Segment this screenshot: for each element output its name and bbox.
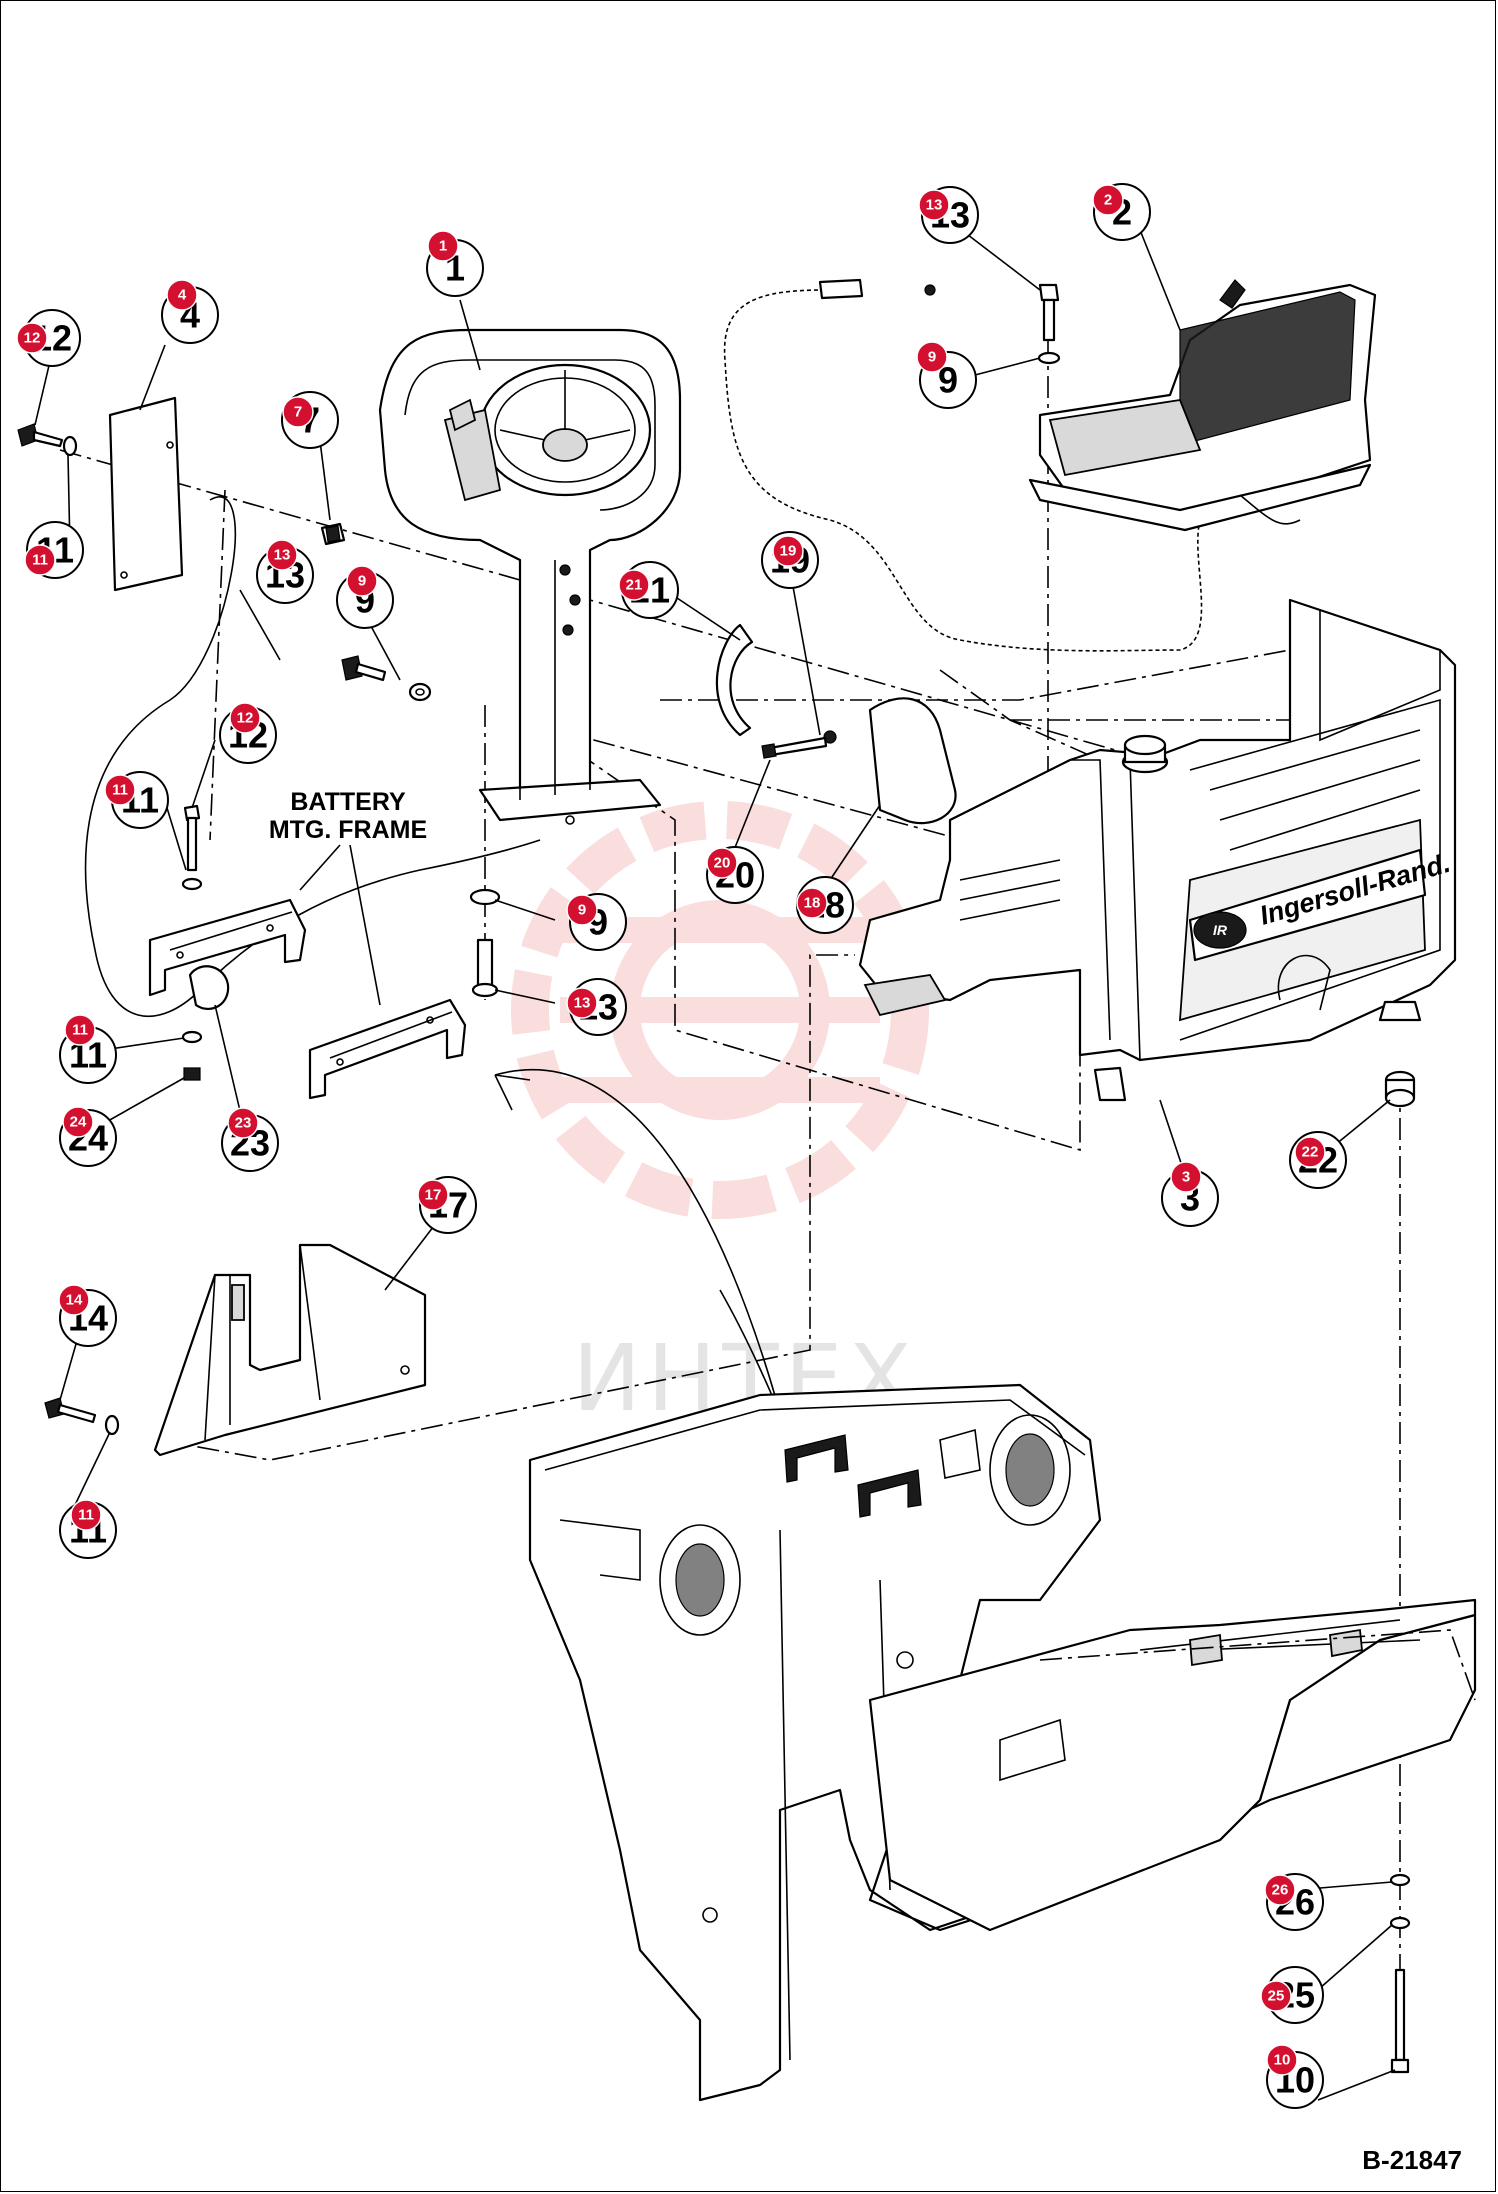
- part-steering-console-1[interactable]: [378, 328, 682, 825]
- battery-mtg-frame-upper: [148, 898, 307, 997]
- part-upper-frame-3[interactable]: Ingersoll-Rand. IR: [858, 598, 1457, 1102]
- screw-7: [320, 522, 346, 546]
- svg-text:12: 12: [24, 330, 41, 347]
- svg-text:7: 7: [294, 404, 302, 421]
- callout-23: 23 23: [221, 1107, 279, 1172]
- callout-11-frame-top: 11 11: [104, 771, 169, 829]
- cover-18: [868, 697, 957, 825]
- callout-13-seat: 13 13: [918, 186, 979, 244]
- svg-text:11: 11: [72, 1022, 88, 1039]
- callout-9-lower: 9 9: [566, 893, 627, 951]
- part-plate-4: [108, 396, 184, 592]
- callout-9-column: 9 9: [336, 565, 394, 629]
- svg-text:1: 1: [439, 238, 447, 255]
- svg-text:3: 3: [1182, 1169, 1190, 1186]
- part-lower-chassis: [528, 1383, 1477, 2102]
- callout-4: 4 4: [161, 279, 219, 344]
- svg-text:26: 26: [1272, 1882, 1289, 1899]
- callouts: 1 1 2 2 3 3 4 4 7 7 9 9 9 9 9 9 10 10 11…: [16, 183, 1347, 2109]
- svg-text:13: 13: [274, 547, 291, 564]
- spacer-22: [1378, 1000, 1422, 1108]
- cable-end: [924, 284, 936, 296]
- callout-7: 7 7: [281, 391, 339, 449]
- callout-9-seat: 9 9: [916, 341, 977, 409]
- svg-text:18: 18: [804, 895, 821, 912]
- bolt-12-left: [17, 423, 78, 457]
- callout-11-frame-bottom: 11 11: [59, 1014, 117, 1084]
- battery-frame-label-line1: BATTERY: [290, 788, 406, 816]
- battery-frame-label-line2: MTG. FRAME: [269, 816, 427, 844]
- svg-text:23: 23: [235, 1115, 252, 1132]
- callout-2: 2 2: [1092, 183, 1151, 241]
- callout-22: 22 22: [1289, 1131, 1347, 1189]
- svg-text:11: 11: [112, 782, 128, 799]
- svg-text:2: 2: [1104, 192, 1112, 209]
- part-bracket-17: [153, 1243, 427, 1457]
- battery-frame-leaders: [299, 844, 381, 1006]
- hose-21: [715, 623, 754, 737]
- svg-text:11: 11: [32, 552, 48, 569]
- callout-14: 14 14: [58, 1284, 117, 1347]
- svg-text:11: 11: [78, 1507, 94, 1524]
- svg-text:24: 24: [70, 1114, 87, 1131]
- callout-11-plate: 11 11: [24, 521, 84, 579]
- callout-25: 25 25: [1260, 1966, 1324, 2024]
- svg-text:21: 21: [626, 577, 643, 594]
- callout-1: 1 1: [426, 230, 484, 297]
- callout-10: 10 10: [1266, 2044, 1324, 2109]
- screw-14: [44, 1397, 120, 1436]
- bolt-10-bottom: [1389, 1873, 1411, 2074]
- assembly-arrow: [494, 1069, 791, 1451]
- svg-text:13: 13: [926, 197, 943, 214]
- callout-12-frame: 12 12: [219, 702, 277, 764]
- callout-17: 17 17: [417, 1176, 477, 1234]
- callout-11-bracket: 11 11: [59, 1499, 117, 1559]
- seat-cable-connector: [818, 278, 864, 300]
- clamp-23: [188, 965, 230, 1011]
- ir-logo: Ingersoll-Rand. IR: [1188, 848, 1454, 962]
- callout-18: 18 18: [796, 876, 854, 934]
- svg-text:13: 13: [574, 995, 591, 1012]
- callout-19: 19 19: [761, 531, 819, 589]
- callout-12-plate: 12 12: [16, 309, 81, 367]
- svg-text:9: 9: [578, 902, 586, 919]
- svg-text:25: 25: [1268, 1988, 1285, 2005]
- callout-3: 3 3: [1161, 1161, 1219, 1227]
- wiring-harness: [84, 496, 541, 1018]
- callout-13-lower: 13 13: [566, 978, 627, 1036]
- brand-mark: IR: [1213, 922, 1228, 938]
- drawing-number: B-21847: [1362, 2145, 1462, 2175]
- callout-26: 26 26: [1264, 1873, 1324, 1931]
- svg-text:4: 4: [178, 287, 187, 304]
- bolt-12-battery: [181, 804, 203, 1081]
- svg-text:17: 17: [425, 1187, 442, 1204]
- svg-text:9: 9: [358, 573, 366, 590]
- svg-text:20: 20: [714, 855, 731, 872]
- callout-21: 21 21: [618, 561, 679, 619]
- part-seat-2[interactable]: [1028, 279, 1377, 532]
- bolt-13-seat: [1037, 283, 1061, 365]
- callout-24: 24 24: [59, 1106, 117, 1167]
- svg-text:14: 14: [66, 1292, 83, 1309]
- battery-mtg-frame-lower: [308, 998, 467, 1100]
- svg-text:9: 9: [938, 360, 958, 401]
- svg-text:19: 19: [780, 543, 797, 560]
- callout-13-column: 13 13: [256, 539, 314, 604]
- svg-text:10: 10: [1274, 2052, 1291, 2069]
- svg-text:22: 22: [1302, 1144, 1319, 1161]
- callout-20: 20 20: [706, 846, 764, 904]
- bolt-13-upper: [341, 655, 432, 702]
- svg-text:12: 12: [237, 710, 254, 727]
- screw-19: [761, 730, 837, 759]
- svg-text:9: 9: [928, 349, 936, 366]
